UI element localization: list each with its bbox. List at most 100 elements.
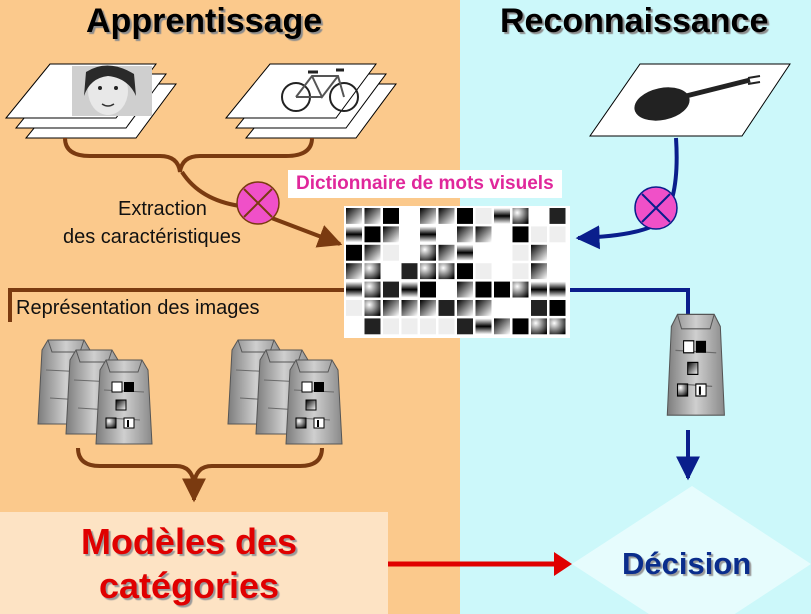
images-brace <box>63 137 314 173</box>
visual-word-patch <box>531 226 547 243</box>
visual-word-patch <box>364 318 381 335</box>
visual-word-patch <box>364 300 381 316</box>
visual-word-patch <box>531 300 547 316</box>
visual-word-patch <box>494 318 510 335</box>
visual-word-patch <box>401 226 418 243</box>
visual-word-patch <box>457 263 473 280</box>
visual-word-patch <box>401 208 418 224</box>
visual-word-patch <box>512 281 529 298</box>
visual-word-patch <box>401 281 418 298</box>
extraction-operator-icon <box>236 181 280 225</box>
visual-word-patch <box>494 226 510 243</box>
visual-word-patch <box>475 263 492 280</box>
visual-word-patch <box>512 318 529 335</box>
visual-word-patch <box>512 300 529 316</box>
visual-word-patch <box>438 226 455 243</box>
visual-word-patch <box>420 318 436 335</box>
visual-word-patch <box>420 300 436 316</box>
visual-word-patch <box>475 208 492 224</box>
visual-word-patch <box>383 318 399 335</box>
visual-word-patch <box>549 244 566 261</box>
recognition-title: Reconnaissance <box>500 2 769 40</box>
visual-word-patch <box>401 300 418 316</box>
visual-word-patch <box>401 263 418 280</box>
models-box <box>0 512 388 614</box>
visual-word-patch <box>438 263 455 280</box>
visual-word-patch <box>420 226 436 243</box>
visual-word-patch <box>494 263 510 280</box>
visual-word-patch <box>383 300 399 316</box>
visual-word-patch <box>457 281 473 298</box>
visual-word-patch <box>475 300 492 316</box>
test-representation-line <box>570 288 690 320</box>
visual-word-patch <box>475 318 492 335</box>
visual-word-patch <box>549 263 566 280</box>
decision-label: Décision <box>622 546 752 581</box>
visual-word-patch <box>531 244 547 261</box>
visual-word-patch <box>420 208 436 224</box>
visual-word-patch <box>401 318 418 335</box>
decision-diamond <box>572 486 811 614</box>
bag-group-2 <box>227 339 342 444</box>
visual-word-patch <box>364 263 381 280</box>
visual-word-patch <box>512 226 529 243</box>
bags-brace <box>76 447 324 485</box>
representation-label: Représentation des images <box>16 297 260 319</box>
visual-word-patch <box>383 226 399 243</box>
visual-word-patch <box>494 244 510 261</box>
visual-word-patch <box>438 300 455 316</box>
models-label: Modèles des catégories <box>0 520 378 608</box>
visual-word-patch <box>531 281 547 298</box>
visual-word-patch <box>438 244 455 261</box>
visual-word-patch <box>549 318 566 335</box>
bag-group-1 <box>37 339 152 444</box>
visual-word-patch <box>475 226 492 243</box>
visual-word-patch <box>420 281 436 298</box>
visual-word-patch <box>457 300 473 316</box>
extraction-label-line2: des caractéristiques <box>63 226 241 248</box>
representation-line <box>8 288 344 322</box>
test-bag <box>667 314 724 415</box>
extraction-label-line1: Extraction <box>118 198 207 220</box>
test-image-violin <box>589 63 791 137</box>
visual-word-patch <box>549 226 566 243</box>
visual-word-patch <box>346 244 362 261</box>
visual-word-patch <box>512 208 529 224</box>
visual-word-patch <box>457 318 473 335</box>
visual-word-patch <box>457 226 473 243</box>
visual-word-patch <box>531 208 547 224</box>
visual-word-patch <box>364 281 381 298</box>
learning-title: Apprentissage <box>86 2 323 40</box>
visual-word-patch <box>531 318 547 335</box>
visual-word-patch <box>420 244 436 261</box>
visual-word-patch <box>438 318 455 335</box>
models-label-line1: Modèles des <box>80 521 298 562</box>
visual-word-patch <box>346 281 362 298</box>
models-to-decision-arrowhead <box>554 552 572 576</box>
visual-word-patch <box>346 226 362 243</box>
visual-word-patch <box>549 300 566 316</box>
visual-word-patch <box>346 318 362 335</box>
visual-word-patch <box>364 244 381 261</box>
visual-word-patch <box>364 208 381 224</box>
visual-word-patch <box>346 263 362 280</box>
visual-word-patch <box>383 208 399 224</box>
visual-word-patch <box>438 281 455 298</box>
visual-word-patch <box>512 244 529 261</box>
visual-word-patch <box>383 244 399 261</box>
visual-word-patch <box>549 281 566 298</box>
visual-word-patch <box>457 244 473 261</box>
visual-word-patch <box>383 281 399 298</box>
visual-word-patch <box>346 300 362 316</box>
dictionary-label: Dictionnaire de mots visuels <box>288 170 562 198</box>
visual-words-dictionary <box>344 206 570 338</box>
visual-word-patch <box>420 263 436 280</box>
visual-word-patch <box>438 208 455 224</box>
visual-word-patch <box>401 244 418 261</box>
training-image-bicycle <box>225 63 397 139</box>
training-image-face <box>5 63 177 139</box>
visual-word-patch <box>383 263 399 280</box>
visual-word-patch <box>512 263 529 280</box>
visual-word-patch <box>457 208 473 224</box>
